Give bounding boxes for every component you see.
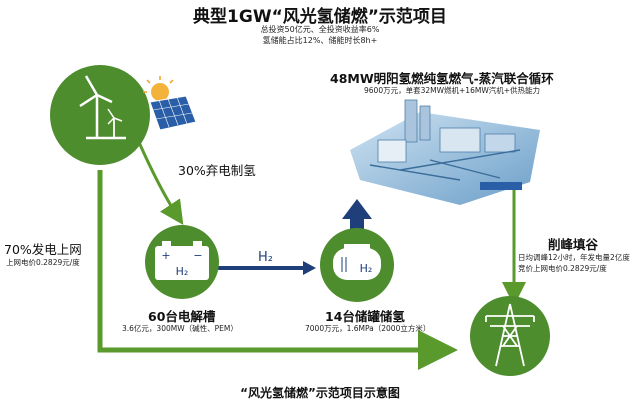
electrolyzer-h2-symbol: H₂ bbox=[176, 265, 189, 278]
power-tower-icon bbox=[485, 303, 535, 367]
battery-icon bbox=[155, 241, 209, 280]
subtitle-line-1: 总投资50亿元、全投资收益率6% bbox=[260, 25, 380, 34]
peak-desc-1: 日均调峰12小时，年发电量2亿度 bbox=[518, 253, 630, 262]
storage-h2-symbol: H₂ bbox=[360, 262, 373, 275]
page-title: 典型1GW“风光氢储燃”示范项目 bbox=[193, 7, 447, 27]
solar-panel-icon bbox=[143, 76, 197, 131]
subtitle-line-2: 氢储能占比12%、储能时长8h+ bbox=[262, 36, 378, 45]
grid-left-label: 70%发电上网 bbox=[4, 242, 82, 257]
electrolyzer-plus-sign: + bbox=[161, 249, 170, 262]
plant-desc: 9600万元，单套32MW燃机+16MW汽机+供热能力 bbox=[364, 86, 541, 95]
curtail-label: 30%弃电制氢 bbox=[178, 163, 256, 178]
h2-arrow-label: H₂ bbox=[258, 250, 273, 265]
wind-solar-node bbox=[50, 65, 150, 165]
storage-desc: 7000万元，1.6MPa（2000立方米） bbox=[305, 324, 431, 333]
hydrogen-tank-icon bbox=[333, 244, 381, 280]
flow-line-to-grid bbox=[97, 170, 458, 370]
storage-label: 14台储罐储氢 bbox=[325, 309, 405, 324]
wind-turbine-icon bbox=[79, 75, 126, 140]
h2-flow-arrow bbox=[218, 261, 316, 275]
flow-line-curtail bbox=[136, 139, 184, 225]
electrolyzer-node: + − H₂ bbox=[145, 225, 219, 299]
grid-left-desc: 上网电价0.2829元/度 bbox=[6, 258, 80, 267]
electrolyzer-desc: 3.6亿元，300MW（碱性、PEM） bbox=[122, 324, 238, 333]
power-plant-icon bbox=[350, 99, 540, 205]
grid-node bbox=[470, 296, 550, 376]
peak-desc-2: 竞价上网电价0.2829元/度 bbox=[518, 264, 607, 273]
footer-caption: “风光氢储燃”示范项目示意图 bbox=[240, 386, 400, 400]
peak-label: 削峰填谷 bbox=[548, 237, 599, 252]
electrolyzer-minus-sign: − bbox=[193, 249, 202, 262]
electrolyzer-label: 60台电解槽 bbox=[148, 309, 216, 324]
storage-node: H₂ bbox=[320, 228, 394, 302]
plant-title: 48MW明阳氢燃纯氢燃气-蒸汽联合循环 bbox=[330, 71, 554, 86]
